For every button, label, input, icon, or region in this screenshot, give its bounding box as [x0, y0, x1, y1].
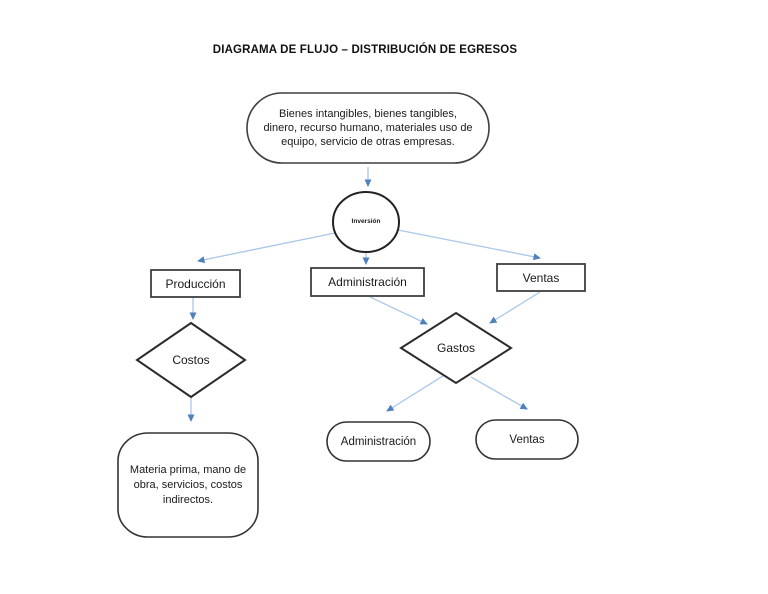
terminator-materia	[117, 432, 259, 538]
label-gastos: Gastos	[436, 341, 475, 355]
label-ventas: Ventas	[522, 270, 560, 285]
label-produccion: Producción	[165, 276, 226, 291]
connector-ventas-gastos	[489, 291, 541, 324]
connector-gastos-administracion	[386, 373, 447, 412]
connector-gastos-ventas	[470, 376, 528, 410]
label-inversion: Inversión	[351, 218, 381, 225]
circle-inversion	[332, 191, 400, 253]
label-recursos: Bienes intangibles, bienes tangibles, di…	[263, 108, 473, 148]
process-administracion	[310, 267, 425, 297]
label-costos: Costos	[172, 353, 210, 367]
process-ventas	[496, 263, 586, 292]
label-administracion: Administración	[328, 275, 407, 289]
label-materia-prima: Materia prima, mano de obra, servicios, …	[129, 463, 247, 506]
decision-gastos	[399, 311, 513, 385]
connector-inversion-ventas	[397, 229, 541, 261]
connector-inversion-produccion	[197, 232, 336, 264]
page-title: DIAGRAMA DE FLUJO – DISTRIBUCIÓN DE EGRE…	[212, 44, 518, 56]
terminator-gasto-administracion	[326, 421, 431, 462]
label-gasto-administracion: Administración	[340, 435, 417, 448]
terminator-gasto-ventas	[475, 419, 579, 460]
decision-costos	[135, 321, 247, 399]
connector-administracion-gastos	[369, 296, 428, 325]
terminator-recursos	[246, 92, 490, 164]
label-gasto-ventas: Ventas	[509, 433, 545, 446]
process-produccion	[150, 269, 241, 298]
